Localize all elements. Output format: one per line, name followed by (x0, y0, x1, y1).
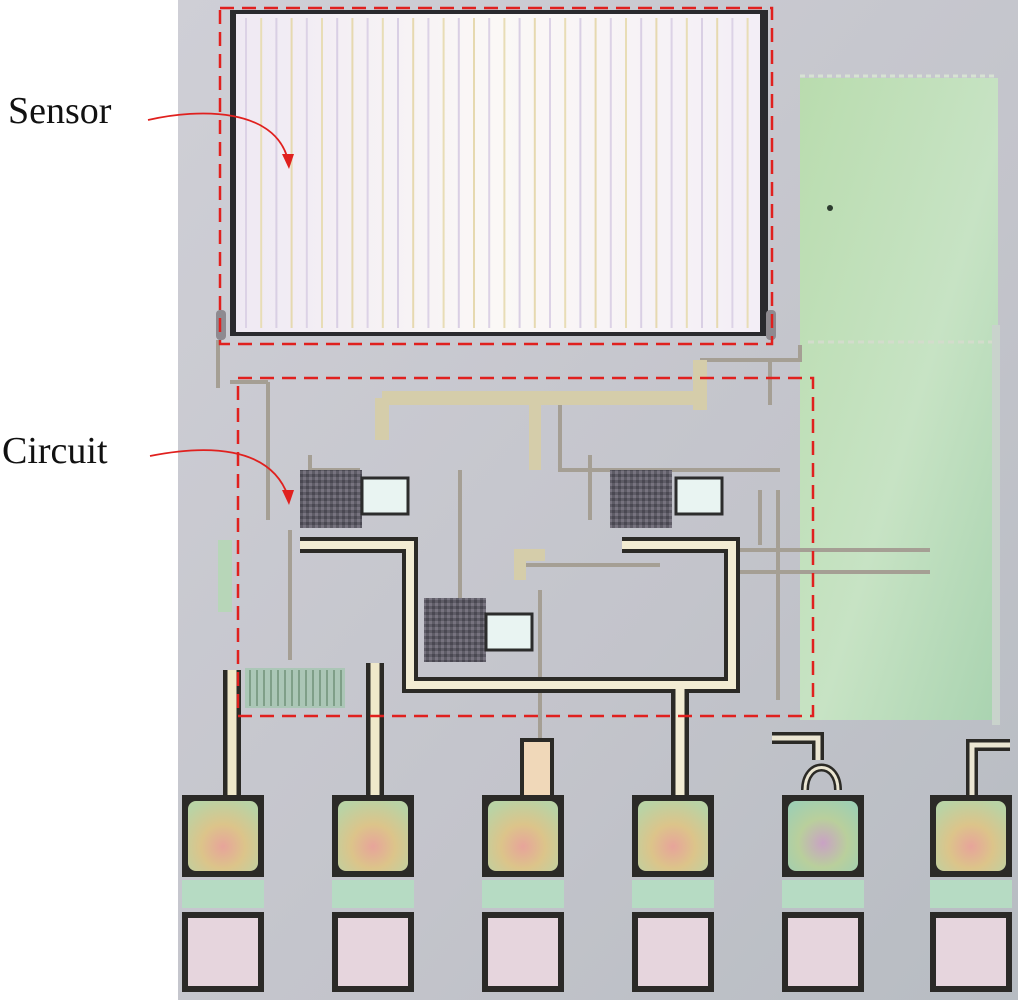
green-panel (800, 74, 1000, 725)
bond-wires (772, 732, 1010, 800)
bond-pad (332, 795, 414, 992)
bond-pad (632, 795, 714, 992)
main-trace (223, 537, 740, 804)
sensor-arrow-line (147, 112, 289, 161)
sensor-area (216, 10, 776, 340)
bond-pad (782, 795, 864, 992)
bond-pad (482, 795, 564, 992)
circuit-arrow-line (149, 449, 289, 497)
bond-pad (182, 795, 264, 992)
circuit-label: Circuit (2, 430, 108, 472)
circuit-arrowhead (282, 490, 294, 505)
transistor-blocks (300, 470, 724, 662)
sensor-label: Sensor (8, 90, 112, 132)
bond-pad (930, 795, 1012, 992)
circuit-outline (236, 376, 815, 718)
metal-traces (375, 360, 707, 580)
annotation-arrows (147, 112, 289, 497)
sensor-arrowhead (282, 154, 294, 169)
sensor-outline (218, 6, 774, 346)
cap-arrays (218, 540, 345, 708)
bond-pads (182, 795, 1012, 992)
